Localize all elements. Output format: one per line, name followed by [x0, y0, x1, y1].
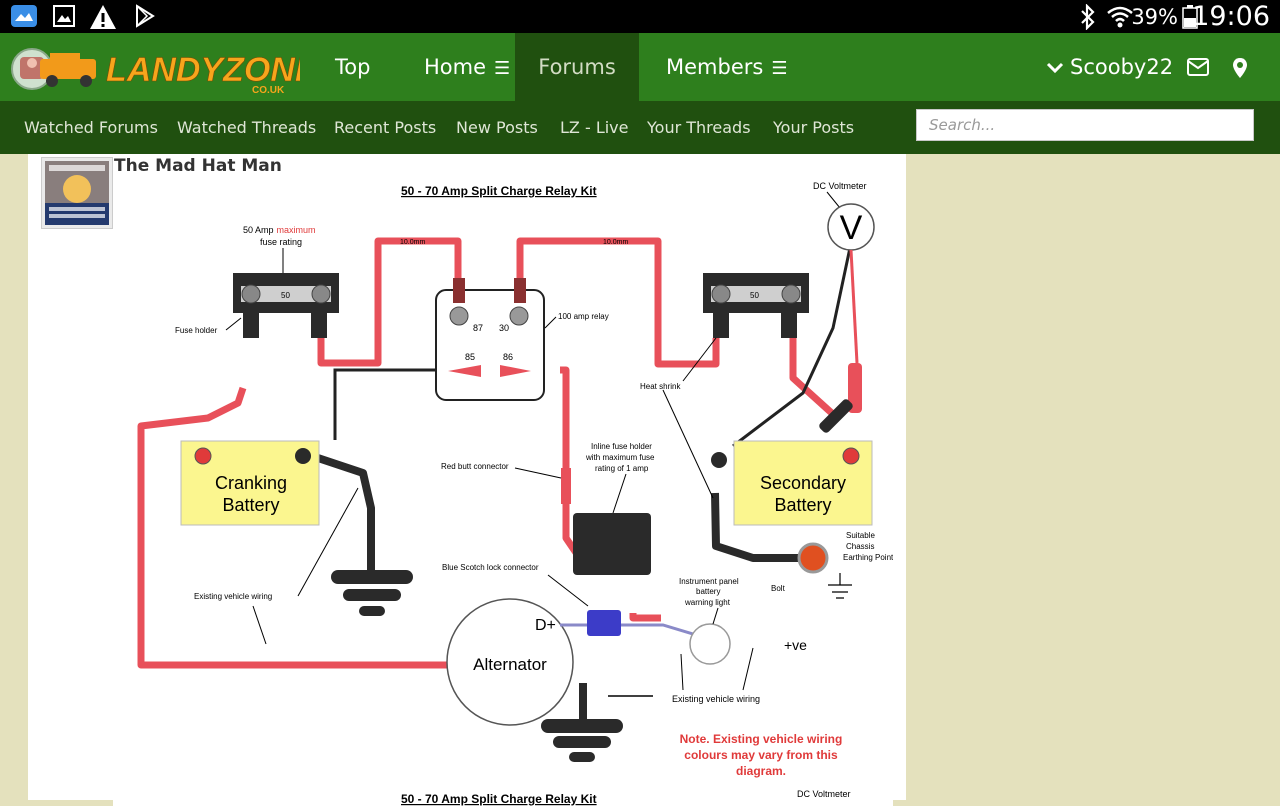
- nav-forums[interactable]: Forums: [515, 33, 639, 101]
- mail-icon[interactable]: [1187, 58, 1209, 76]
- relay-label: 100 amp relay: [558, 312, 609, 321]
- location-icon[interactable]: [1232, 57, 1248, 79]
- wire-gauge-label: 10.0mm: [400, 239, 425, 246]
- fuse-rating-label-2: fuse rating: [260, 237, 302, 247]
- clock: 19:06: [1192, 1, 1270, 32]
- heat-shrink-label: Heat shrink: [640, 382, 681, 391]
- battery-percent: 39%: [1131, 5, 1178, 29]
- svg-text:50 - 70 Amp Split Charge Relay: 50 - 70 Amp Split Charge Relay Kit: [401, 792, 597, 806]
- menu-icon[interactable]: ☰: [494, 58, 511, 79]
- svg-text:30: 30: [499, 323, 509, 333]
- search-input[interactable]: [916, 109, 1254, 141]
- menu-icon[interactable]: ☰: [771, 58, 788, 79]
- nav-members-label: Members: [666, 55, 764, 79]
- svg-text:Battery: Battery: [774, 495, 831, 515]
- fuse-holder-left: 50: [233, 273, 339, 338]
- fuse-holder-right: 50: [703, 273, 809, 338]
- alternator: [446, 598, 574, 726]
- svg-text:85: 85: [465, 352, 475, 362]
- subnav-watched-forums[interactable]: Watched Forums: [24, 118, 158, 137]
- post-author[interactable]: The Mad Hat Man: [114, 156, 282, 176]
- svg-text:Battery: Battery: [222, 495, 279, 515]
- image-icon: [53, 5, 75, 27]
- chevron-down-icon: [1046, 62, 1064, 74]
- svg-text:rating of 1 amp: rating of 1 amp: [595, 464, 649, 473]
- scotch-lock-connector: [587, 610, 621, 636]
- nav-home-label: Home: [424, 55, 487, 79]
- svg-text:Alternator: Alternator: [473, 655, 547, 674]
- svg-text:Blue Scotch lock connector: Blue Scotch lock connector: [442, 563, 539, 572]
- logo-text: LANDYZONE: [106, 51, 300, 89]
- wiring-diagram-image-2: 50 - 70 Amp Split Charge Relay Kit DC Vo…: [113, 786, 893, 806]
- svg-text:Secondary: Secondary: [760, 473, 846, 493]
- subnav-new-posts[interactable]: New Posts: [456, 118, 538, 137]
- svg-text:colours may vary from this: colours may vary from this: [684, 748, 838, 762]
- user-menu[interactable]: Scooby22: [1046, 33, 1173, 101]
- svg-text:DC Voltmeter: DC Voltmeter: [797, 789, 851, 799]
- svg-text:Suitable: Suitable: [846, 531, 875, 540]
- fuse-holder-label: Fuse holder: [175, 326, 218, 335]
- bluetooth-icon: [1081, 4, 1095, 30]
- status-bar: 39% 19:06: [0, 0, 1280, 33]
- svg-text:87: 87: [473, 323, 483, 333]
- diagram-title: 50 - 70 Amp Split Charge Relay Kit: [401, 184, 597, 198]
- gallery-icon: [11, 5, 37, 27]
- svg-text:D+: D+: [535, 617, 556, 634]
- avatar[interactable]: [41, 157, 113, 229]
- nav-members[interactable]: Members ☰: [666, 33, 787, 101]
- voltmeter-label: DC Voltmeter: [813, 181, 867, 191]
- avatar-image: [45, 161, 109, 225]
- wifi-icon: [1107, 6, 1133, 28]
- svg-text:Instrument panel: Instrument panel: [679, 577, 739, 586]
- svg-text:Note. Existing vehicle wiring: Note. Existing vehicle wiring: [680, 732, 843, 746]
- svg-text:warning light: warning light: [684, 598, 731, 607]
- nav-top-label: Top: [335, 55, 371, 79]
- subnav-lz-live[interactable]: LZ - Live: [560, 118, 629, 137]
- svg-text:Cranking: Cranking: [215, 473, 287, 493]
- svg-text:Earthing Point: Earthing Point: [843, 553, 893, 562]
- svg-text:with maximum fuse: with maximum fuse: [585, 453, 655, 462]
- voltmeter-symbol: V: [840, 209, 863, 247]
- username: Scooby22: [1070, 55, 1174, 79]
- subnav-watched-threads[interactable]: Watched Threads: [177, 118, 317, 137]
- svg-text:+ve: +ve: [784, 637, 807, 653]
- subnav-your-posts[interactable]: Your Posts: [773, 118, 855, 137]
- svg-text:50: 50: [281, 291, 290, 300]
- svg-text:50: 50: [750, 291, 759, 300]
- subnav-your-threads[interactable]: Your Threads: [647, 118, 751, 137]
- subnav-recent-posts[interactable]: Recent Posts: [334, 118, 437, 137]
- svg-text:diagram.: diagram.: [736, 764, 786, 778]
- existing-wiring-label: Existing vehicle wiring: [194, 592, 272, 601]
- wiring-diagram-image: DC Voltmeter V 50 - 70 Amp Split Charge …: [113, 178, 894, 780]
- landyzone-logo[interactable]: LANDYZONE CO.UK: [10, 37, 300, 97]
- inline-fuse-holder: [573, 513, 651, 575]
- main-navigation: LANDYZONE CO.UK Top Home ☰ Forums Members…: [0, 33, 1280, 101]
- sub-navigation: Watched Forums Watched Threads Recent Po…: [0, 101, 1280, 154]
- nav-home[interactable]: Home ☰: [424, 33, 510, 101]
- svg-text:Existing vehicle wiring: Existing vehicle wiring: [672, 694, 760, 704]
- svg-text:86: 86: [503, 352, 513, 362]
- logo-subtext: CO.UK: [252, 85, 285, 96]
- svg-text:Chassis: Chassis: [846, 542, 874, 551]
- warning-icon: [90, 5, 116, 29]
- svg-text:Red butt connector: Red butt connector: [441, 462, 509, 471]
- nav-top[interactable]: Top: [335, 33, 370, 101]
- play-store-icon: [136, 4, 155, 28]
- relay: [435, 289, 545, 401]
- svg-text:Bolt: Bolt: [771, 584, 786, 593]
- battery-icon: [1182, 5, 1198, 29]
- wire-gauge-label-2: 10.0mm: [603, 239, 628, 246]
- svg-text:Inline fuse holder: Inline fuse holder: [591, 442, 652, 451]
- svg-text:battery: battery: [696, 587, 720, 596]
- nav-forums-label: Forums: [538, 55, 616, 79]
